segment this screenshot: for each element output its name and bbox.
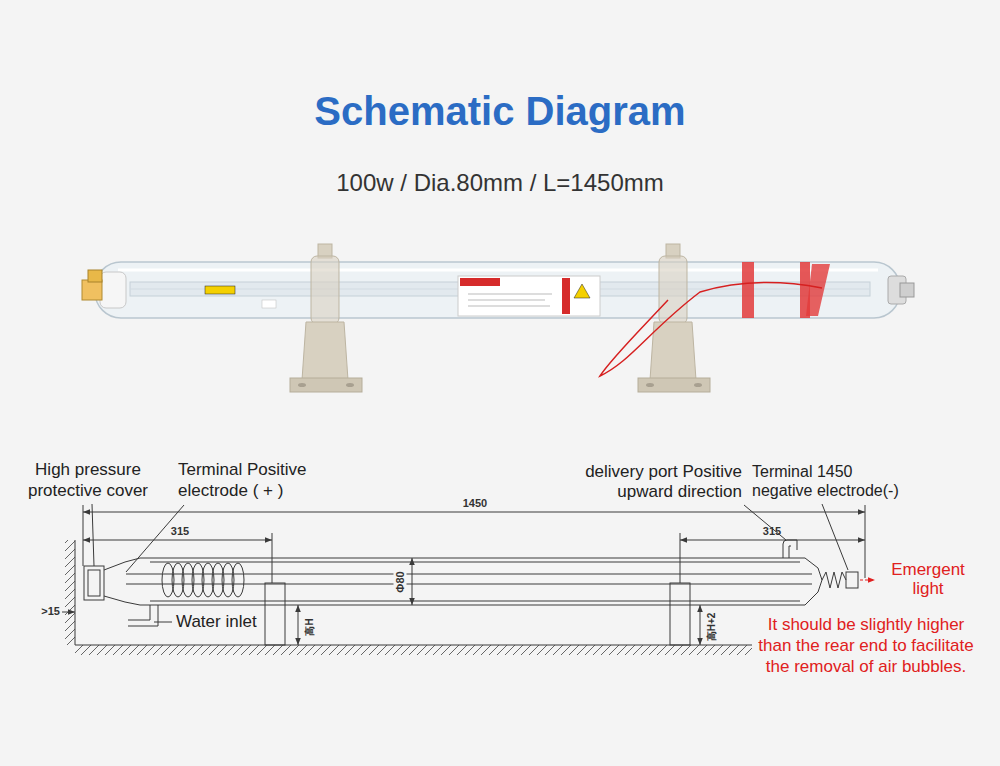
laser-tube-photo	[574, 284, 590, 298]
dimension-value: 1450	[450, 497, 500, 510]
laser-tube-photo	[458, 276, 600, 316]
light-label: Emergent light	[878, 560, 978, 598]
laser-tube-photo	[82, 244, 914, 392]
laser-tube-photo	[460, 278, 500, 286]
tube-drawing	[128, 605, 158, 626]
tube-drawing	[104, 558, 140, 605]
part-label: High pressure protective cover	[8, 459, 168, 501]
laser-tube-photo	[650, 322, 696, 380]
tube-drawing	[150, 562, 800, 563]
tube-drawing	[805, 558, 822, 605]
tube-drawing	[75, 540, 76, 645]
tube-drawing	[140, 558, 805, 559]
tube-drawing	[140, 605, 805, 606]
tube-drawing	[232, 563, 244, 597]
laser-tube-photo	[82, 280, 102, 300]
laser-tube-photo	[468, 300, 545, 301]
part-label: Terminal 1450 negative electrode(-)	[752, 462, 912, 500]
laser-tube-photo	[205, 286, 235, 294]
tube-drawing	[670, 583, 690, 645]
tube-drawing	[860, 580, 875, 581]
tube-drawing	[265, 583, 285, 645]
laser-tube-photo	[468, 294, 552, 295]
tube-drawing	[126, 584, 812, 585]
tube-drawing	[700, 605, 701, 645]
leader-line	[822, 504, 848, 570]
tube-drawing	[680, 540, 865, 541]
laser-tube-photo	[290, 378, 362, 392]
tube-drawing	[83, 540, 272, 541]
laser-tube-photo	[694, 383, 702, 387]
tube-drawing	[62, 612, 75, 613]
laser-tube-photo	[100, 272, 126, 308]
laser-tube-photo	[262, 300, 276, 308]
dimension-value: >15	[34, 605, 60, 618]
laser-tube-photo	[118, 269, 878, 272]
leader-line	[126, 505, 184, 572]
tube-drawing	[150, 601, 800, 602]
laser-tube-photo	[600, 282, 822, 376]
tube-drawing	[846, 572, 858, 588]
laser-tube-photo	[806, 264, 830, 316]
dimension-value: 高H+2	[706, 613, 718, 642]
tube-drawing	[84, 566, 104, 600]
tube-drawing	[88, 570, 100, 596]
laser-tube-photo	[562, 278, 570, 314]
dimension-value: 315	[160, 525, 200, 538]
laser-tube-photo	[298, 383, 306, 387]
tube-drawing	[412, 558, 413, 605]
laser-tube-photo	[311, 256, 339, 324]
installation-note: It should be slightly higher than the re…	[752, 614, 980, 677]
tube-drawing	[865, 505, 866, 578]
dimension-value: 高H	[304, 618, 316, 635]
leader-line	[92, 504, 848, 622]
tube-drawing	[126, 574, 812, 575]
part-label: Terminal Positive electrode ( + )	[178, 459, 373, 501]
laser-tube-photo	[900, 283, 914, 297]
tube-drawing	[65, 540, 75, 645]
tube-drawing	[822, 572, 846, 588]
diagram-title: Schematic Diagram	[0, 86, 1000, 136]
spec-subtitle: 100w / Dia.80mm / L=1450mm	[0, 168, 1000, 198]
leader-line	[154, 622, 172, 623]
laser-tube-photo	[88, 270, 102, 282]
part-label: Water inlet	[176, 612, 264, 632]
tube-drawing	[83, 505, 84, 566]
part-label: delivery port Positive upward direction	[540, 462, 742, 502]
tube-drawing	[783, 540, 797, 558]
laser-tube-photo	[638, 378, 710, 392]
tube-drawing	[83, 512, 865, 513]
laser-tube-photo	[346, 383, 354, 387]
laser-tube-photo	[95, 262, 900, 318]
laser-tube-photo	[742, 262, 754, 318]
laser-tube-photo	[646, 383, 654, 387]
laser-tube-photo	[302, 322, 348, 380]
dimension-value: Φ80	[394, 569, 407, 594]
tube-drawing	[298, 605, 299, 645]
dimension-value: 315	[752, 525, 792, 538]
laser-tube-photo	[468, 306, 550, 307]
leader-line	[92, 504, 94, 566]
